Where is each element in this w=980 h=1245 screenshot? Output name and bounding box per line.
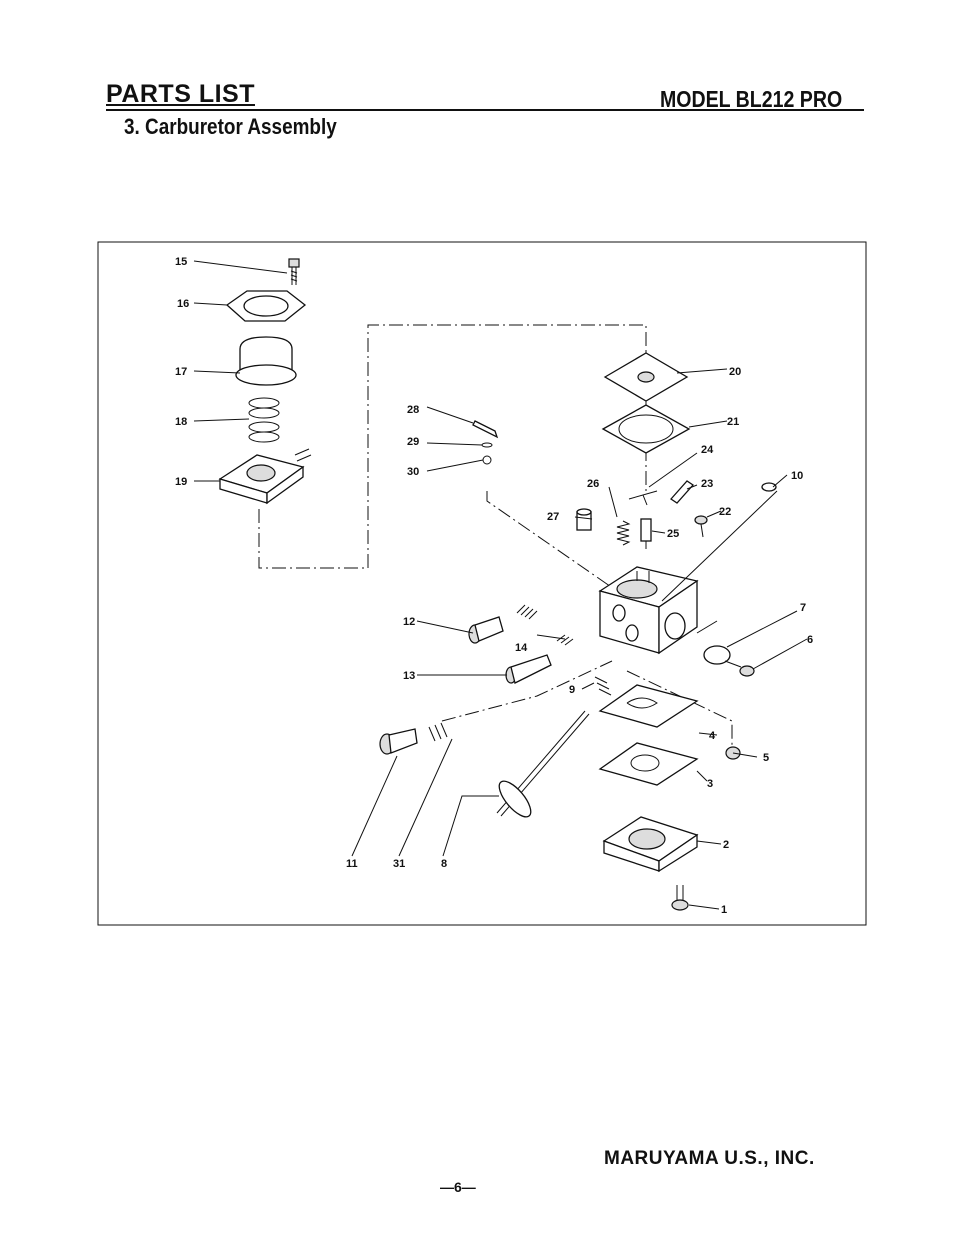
part-label: 27 xyxy=(547,511,559,523)
part-label: 1 xyxy=(721,904,727,916)
screw-11-icon xyxy=(379,728,418,755)
part-label: 29 xyxy=(407,436,419,448)
section-title: 3. Carburetor Assembly xyxy=(124,114,337,139)
adjusting-needle-13-icon xyxy=(505,654,552,684)
metering-cover-2-icon xyxy=(602,816,699,873)
ring-30-icon xyxy=(482,455,492,465)
part-label: 22 xyxy=(719,506,731,518)
leader-lines xyxy=(193,260,808,910)
part-label: 19 xyxy=(175,476,187,488)
pump-cover-17-icon xyxy=(235,336,297,386)
adjusting-needle-12-icon xyxy=(468,616,504,644)
part-label: 12 xyxy=(403,616,415,628)
part-label: 23 xyxy=(701,478,713,490)
part-label: 2 xyxy=(723,839,729,851)
throttle-shaft-8-icon xyxy=(496,710,590,818)
part-label: 4 xyxy=(709,730,716,742)
part-label: 21 xyxy=(727,416,739,428)
part-label: 25 xyxy=(667,528,679,540)
part-label: 14 xyxy=(515,642,528,654)
screw-15-icon xyxy=(288,258,300,285)
part-label: 3 xyxy=(707,778,713,790)
plug-27-icon xyxy=(576,508,592,531)
carburetor-body-icon xyxy=(598,566,699,655)
diaphragm-3-icon xyxy=(598,742,699,786)
metering-lever-24-icon xyxy=(628,480,694,506)
part-label: 7 xyxy=(800,602,806,614)
part-label: 8 xyxy=(441,858,447,870)
carburetor-exploded-diagram: 15 16 17 18 19 20 21 24 23 10 26 27 25 2… xyxy=(97,241,867,926)
axis-line-lower xyxy=(441,660,613,722)
header-rule xyxy=(106,109,864,111)
check-valve-7-icon xyxy=(703,645,731,665)
part-label: 30 xyxy=(407,466,419,478)
part-label: 18 xyxy=(175,416,187,428)
model-name: MODEL BL212 PRO xyxy=(660,86,843,112)
assembly-connector-line xyxy=(258,324,647,569)
part-label: 5 xyxy=(763,752,769,764)
screw-1-icon xyxy=(671,885,689,911)
spring-31-icon xyxy=(428,722,448,742)
part-label: 16 xyxy=(177,298,189,310)
company-name: MARUYAMA U.S., INC. xyxy=(604,1148,815,1169)
spring-9-icon xyxy=(594,676,612,696)
diaphragm-cover-20-icon xyxy=(603,352,689,402)
part-label: 28 xyxy=(407,404,419,416)
part-label: 26 xyxy=(587,478,599,490)
cover-gasket-16-icon xyxy=(225,290,307,322)
axis-line-right xyxy=(626,670,733,746)
part-label: 10 xyxy=(791,470,803,482)
pin-28-icon xyxy=(472,420,499,439)
diagram-frame xyxy=(97,241,867,926)
filter-5-icon xyxy=(725,746,741,760)
part-label: 11 xyxy=(346,858,358,870)
part-labels: 15 16 17 18 19 20 21 24 23 10 26 27 25 2… xyxy=(175,256,813,916)
lever-pin-23-icon xyxy=(670,480,694,504)
part-label: 9 xyxy=(569,684,575,696)
pump-body-19-icon xyxy=(218,448,312,505)
spring-26-icon xyxy=(616,520,631,546)
fitting-10-icon xyxy=(761,482,777,492)
inlet-needle-25-icon xyxy=(640,518,652,549)
gasket-21-icon xyxy=(601,404,691,454)
clip-29-icon xyxy=(481,442,493,448)
screw-22-icon xyxy=(694,515,708,538)
part-label: 17 xyxy=(175,366,187,378)
part-label: 20 xyxy=(729,366,741,378)
screw-6-icon xyxy=(724,660,755,677)
part-label: 15 xyxy=(175,256,187,268)
page-number: —6— xyxy=(440,1179,476,1195)
part-label: 13 xyxy=(403,670,415,682)
spring-18-icon xyxy=(248,397,280,443)
part-label: 31 xyxy=(393,858,405,870)
part-label: 6 xyxy=(807,634,813,646)
page-title: PARTS LIST xyxy=(106,80,255,108)
part-label: 24 xyxy=(701,444,714,456)
gasket-4-icon xyxy=(598,684,699,728)
axis-line-left xyxy=(486,491,618,592)
